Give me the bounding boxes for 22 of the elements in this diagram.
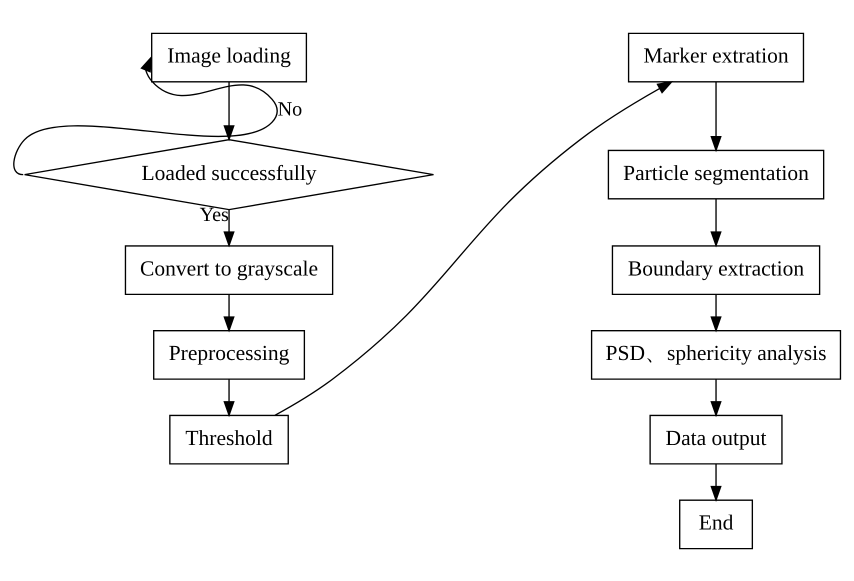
arrow xyxy=(710,379,722,417)
node-box: Image loading xyxy=(151,32,308,82)
arrow xyxy=(274,80,674,416)
arrow xyxy=(223,82,235,141)
arrow xyxy=(710,464,722,502)
node-box: Convert to grayscale xyxy=(124,244,334,295)
node-box: Boundary extraction xyxy=(612,244,820,295)
node-box: Preprocessing xyxy=(153,330,306,380)
node-box: Threshold xyxy=(169,414,289,464)
node-box: PSD、sphericity analysis xyxy=(590,330,842,380)
node-box: Particle segmentation xyxy=(608,149,824,200)
arrow xyxy=(710,294,722,332)
arrow xyxy=(223,210,235,248)
edge-label: No xyxy=(278,98,302,120)
arrow xyxy=(13,55,278,175)
arrow xyxy=(223,379,235,417)
arrow xyxy=(710,82,722,152)
node-box: Marker extration xyxy=(628,32,804,82)
arrow xyxy=(223,294,235,332)
node-box: Data output xyxy=(649,414,783,464)
node-box: End xyxy=(679,499,754,549)
arrow xyxy=(710,198,722,248)
